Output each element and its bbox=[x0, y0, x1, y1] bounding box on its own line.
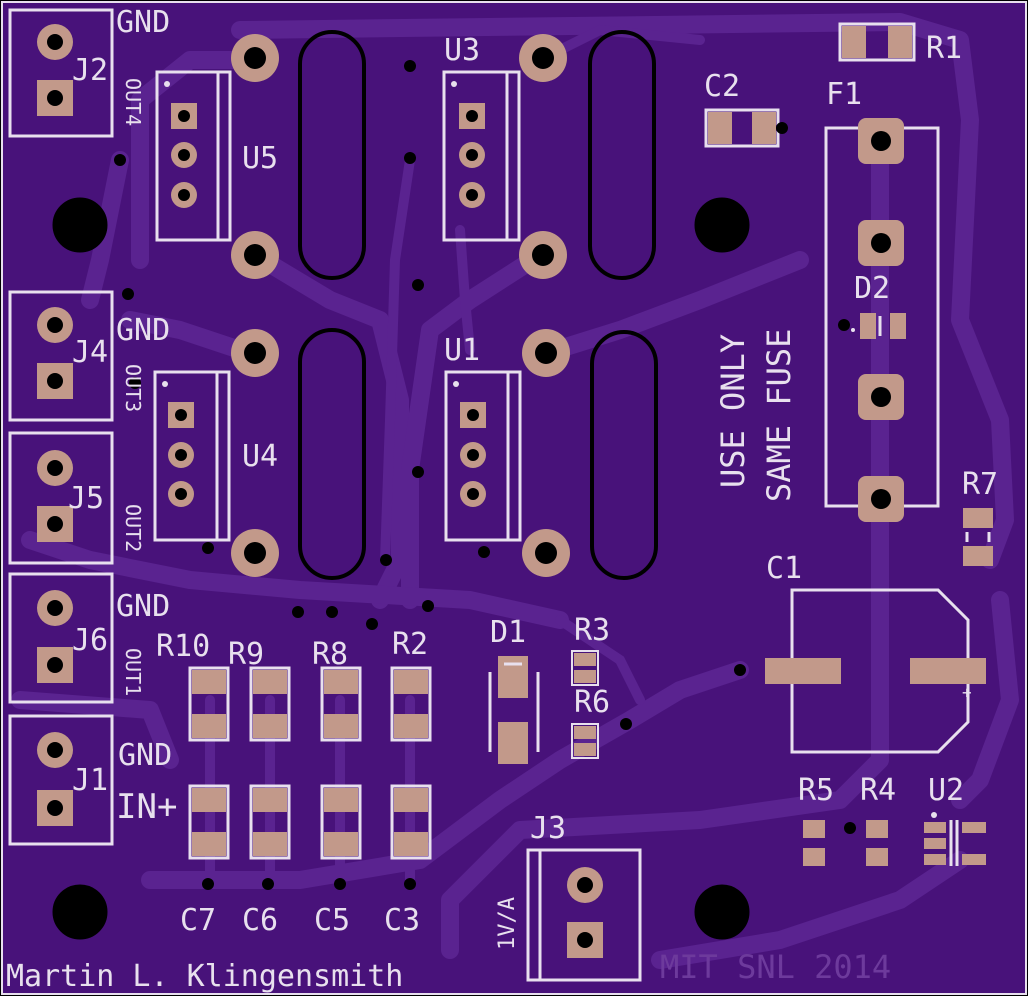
resistor-r4 bbox=[866, 820, 888, 866]
label-u3: U3 bbox=[444, 33, 480, 68]
silkscreen-labels: GND GND GND GND IN+ J2 J4 J5 J6 J1 J3 U5… bbox=[6, 5, 998, 994]
label-r1: R1 bbox=[926, 31, 962, 66]
label-c2: C2 bbox=[704, 69, 740, 104]
ic-u2 bbox=[924, 812, 986, 866]
fuse-holder-f1 bbox=[824, 118, 940, 522]
label-r3: R3 bbox=[574, 613, 610, 648]
resistor-r7 bbox=[963, 508, 993, 566]
connector-j6 bbox=[8, 572, 114, 704]
label-u1: U1 bbox=[444, 333, 480, 368]
smd-resistor-array bbox=[188, 666, 432, 860]
label-u2: U2 bbox=[928, 773, 964, 808]
resistor-r10 bbox=[188, 666, 230, 742]
fuse-warning-line2: SAME FUSE bbox=[760, 329, 798, 502]
resistor-r6 bbox=[571, 723, 599, 759]
label-d1: D1 bbox=[490, 615, 526, 650]
label-r7: R7 bbox=[962, 467, 998, 502]
label-c3: C3 bbox=[384, 903, 420, 938]
label-j6: J6 bbox=[72, 623, 108, 658]
regulator-u5 bbox=[155, 30, 366, 280]
resistor-r3 bbox=[571, 650, 599, 686]
label-c1: C1 bbox=[766, 551, 802, 586]
regulator-u1 bbox=[444, 329, 658, 580]
label-d2: D2 bbox=[854, 271, 890, 306]
capacitor-c6 bbox=[249, 784, 291, 860]
mounting-holes bbox=[52, 197, 750, 940]
c1-polarity-mark: + bbox=[962, 683, 972, 702]
connector-j4 bbox=[8, 290, 114, 422]
label-c6: C6 bbox=[242, 903, 278, 938]
label-gnd-j6: GND bbox=[116, 589, 170, 624]
label-r9: R9 bbox=[228, 637, 264, 672]
resistor-r8 bbox=[320, 666, 362, 742]
resistor-r1 bbox=[838, 22, 916, 62]
label-out3: OUT3 bbox=[121, 364, 145, 412]
label-j1: J1 bbox=[72, 763, 108, 798]
capacitor-c2 bbox=[704, 108, 780, 148]
capacitor-c1 bbox=[765, 588, 986, 754]
regulator-u3 bbox=[442, 30, 656, 280]
label-r2: R2 bbox=[392, 627, 428, 662]
label-r8: R8 bbox=[312, 637, 348, 672]
author-credit: Martin L. Klingensmith bbox=[6, 959, 403, 994]
label-r4: R4 bbox=[860, 773, 896, 808]
diode-d1 bbox=[488, 656, 540, 764]
label-f1: F1 bbox=[826, 77, 862, 112]
label-c7: C7 bbox=[180, 903, 216, 938]
capacitor-c3 bbox=[390, 784, 432, 860]
connector-j2 bbox=[8, 8, 114, 138]
label-u4: U4 bbox=[242, 439, 278, 474]
label-gnd-j4: GND bbox=[116, 313, 170, 348]
label-c5: C5 bbox=[314, 903, 350, 938]
label-gnd-j1: GND bbox=[118, 738, 172, 773]
label-j5: J5 bbox=[68, 481, 104, 516]
label-in-plus: IN+ bbox=[116, 787, 177, 827]
label-out4: OUT4 bbox=[121, 78, 145, 126]
fuse-warning-line1: USE ONLY bbox=[714, 334, 752, 488]
label-r10: R10 bbox=[156, 629, 210, 664]
diode-d2 bbox=[851, 313, 906, 339]
label-j3: J3 bbox=[530, 811, 566, 846]
label-j4: J4 bbox=[72, 335, 108, 370]
connector-j5 bbox=[8, 431, 114, 565]
resistor-r9 bbox=[249, 666, 291, 742]
label-out2: OUT2 bbox=[121, 504, 145, 552]
label-r5: R5 bbox=[798, 773, 834, 808]
connector-j3 bbox=[526, 848, 642, 982]
vias bbox=[114, 60, 856, 890]
label-out1: OUT1 bbox=[121, 648, 145, 696]
label-u5: U5 bbox=[242, 141, 278, 176]
capacitor-c5 bbox=[320, 784, 362, 860]
label-j2: J2 bbox=[72, 53, 108, 88]
connector-j1 bbox=[8, 714, 114, 846]
capacitor-c7 bbox=[188, 784, 230, 860]
resistor-r2 bbox=[390, 666, 432, 742]
label-r6: R6 bbox=[574, 685, 610, 720]
regulator-u4 bbox=[153, 328, 366, 580]
resistor-r5 bbox=[803, 820, 825, 866]
label-gnd-top: GND bbox=[116, 5, 170, 40]
lab-credit: MIT SNL 2014 bbox=[660, 948, 891, 986]
label-j3-rating: 1V/A bbox=[495, 897, 520, 950]
